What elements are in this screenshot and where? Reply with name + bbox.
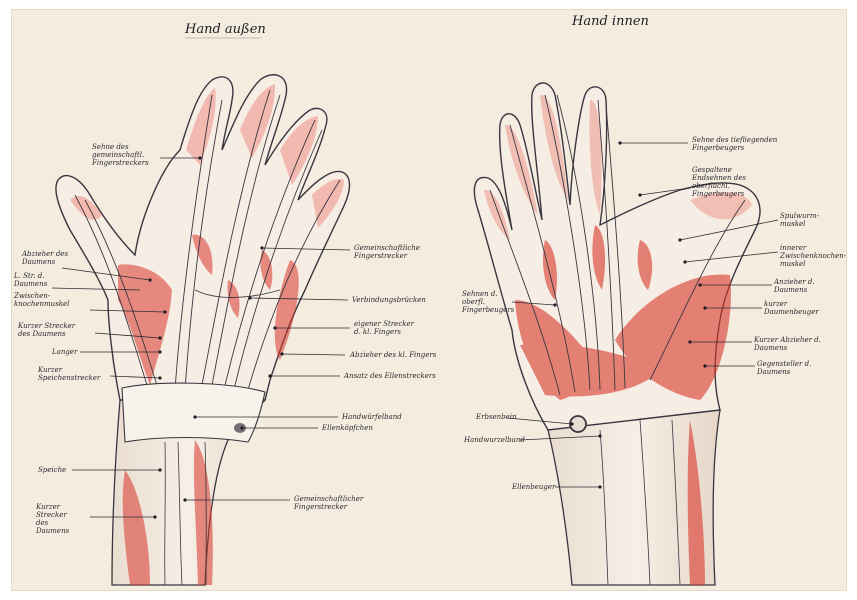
left-forearm-lines xyxy=(164,441,207,586)
label-erbsenbein: Erbsenbein xyxy=(476,413,517,421)
left-thumb-web-muscle xyxy=(118,264,172,385)
label-abzieher-kl-finger: Abzieher des kl. Fingers xyxy=(350,351,437,359)
left-ulna-head xyxy=(234,423,246,433)
left-finger-glow-little xyxy=(312,179,344,228)
right-finger-glow-ring xyxy=(505,124,538,215)
label-kurzer-speichenstrecker: Kurzer Speichenstrecker xyxy=(38,366,101,382)
left-tendon-little xyxy=(244,179,341,401)
right-finger-glow-middle xyxy=(540,94,568,200)
label-gespaltene-endsehnen: Gespaltene Endsehnen des oberflächl. Fin… xyxy=(692,166,746,198)
right-forearm-red xyxy=(687,420,705,585)
label-gemeinschaftliche-fingerstrecker: Gemeinschaftliche Fingerstrecker xyxy=(354,244,420,260)
label-innerer-zwischenknochenmuskel: innerer Zwischenknochen- muskel xyxy=(780,244,847,268)
label-kurzer-strecker-des-daumens-lower: Kurzer Strecker des Daumens xyxy=(36,503,70,535)
label-kurzer-abzieher-daumen: Kurzer Abzieher d. Daumens xyxy=(754,336,821,352)
left-interosseous-muscle-c xyxy=(260,250,273,290)
left-connecting-bridge xyxy=(194,289,281,298)
left-tendon-thumb xyxy=(74,194,151,396)
label-langer: Langer xyxy=(52,348,78,356)
left-thumb-glow xyxy=(70,195,102,220)
label-handwuerfelband: Handwürfelband xyxy=(342,413,402,421)
left-wrist-retinaculum xyxy=(121,382,266,443)
label-verbindungsbruecken: Verbindungsbrücken xyxy=(352,296,426,304)
label-ansatz-ellenstrecker: Ansatz des Ellenstreckers xyxy=(344,372,436,380)
label-sehnen-oberfl-fingerbeuger: Sehnen d. oberfl. Fingerbeugers xyxy=(462,290,515,314)
left-little-finger-abductor xyxy=(274,260,299,360)
label-kurzer-daumenbeuger: kurzer Daumenbeuger xyxy=(764,300,819,316)
label-handwurzelband: Handwurzelband xyxy=(464,436,525,444)
right-tendon-thumb xyxy=(649,199,746,381)
left-forearm-radial-red xyxy=(122,470,150,585)
label-kurzer-strecker-daumen: Kurzer Strecker des Daumens xyxy=(18,322,76,338)
right-lumbrical-a xyxy=(543,240,557,300)
right-lumbrical-c xyxy=(637,240,653,290)
left-extensor-tendons xyxy=(74,89,341,401)
right-hand-palmar xyxy=(473,82,761,586)
label-speiche: Speiche xyxy=(38,466,67,474)
label-sehne-tiefliegender-fingerbeuger: Sehne des tiefliegenden Fingerbeugers xyxy=(692,136,778,152)
left-tendon-ring-b xyxy=(231,129,323,399)
left-hand-dorsal xyxy=(55,74,351,586)
right-tendon-middle xyxy=(544,94,591,391)
right-tendon-index xyxy=(597,99,616,391)
left-tendon-thumb-b xyxy=(84,199,161,396)
right-tendon-middle-b xyxy=(556,94,601,391)
label-abzieher-des-daumens: Abzieher des Daumens xyxy=(22,250,69,266)
label-zwischenknochenmuskel: Zwischen- knochenmuskel xyxy=(14,292,70,308)
label-ellenkoepfchen: Ellenköpfchen xyxy=(322,424,373,432)
pin-dots xyxy=(148,141,707,519)
left-tendon-middle-b xyxy=(209,94,281,396)
label-gegensteller-daumen: Gegensteller d. Daumens xyxy=(757,360,812,376)
label-anzieher-daumen: Anzieher d. Daumens xyxy=(774,278,815,294)
label-gemeinschaftlicher-fingerstrecker: Gemeinschaftlicher Fingerstrecker xyxy=(294,495,364,511)
right-flexor-tendons xyxy=(489,94,746,396)
left-tendon-ring xyxy=(221,119,316,399)
left-tendon-index xyxy=(174,94,213,391)
left-forearm-extensor-red xyxy=(193,440,213,585)
left-finger-glow-index xyxy=(186,88,216,165)
title-right: Hand innen xyxy=(572,14,649,29)
left-interosseous-muscle-a xyxy=(192,234,213,275)
right-lumbrical-b xyxy=(592,225,606,290)
left-finger-glow-ring xyxy=(280,116,318,185)
right-forearm-outline xyxy=(547,399,721,586)
left-tendon-index-b xyxy=(184,99,223,391)
right-tendon-index-b xyxy=(605,104,626,389)
label-spulwurmmuskel: Spulwurm- muskel xyxy=(780,212,819,228)
right-tendon-little xyxy=(489,189,561,396)
right-forearm-lines xyxy=(599,419,681,586)
left-tendon-middle xyxy=(199,89,271,396)
right-finger-glow-index xyxy=(589,99,602,215)
left-muscle-shading xyxy=(118,234,299,585)
title-left: Hand außen xyxy=(185,22,266,37)
right-tendon-ring xyxy=(509,124,576,393)
label-sehne-gemeinschaftl-fingerstrecker: Sehne des gemeinschaftl. Fingerstreckers xyxy=(92,143,149,167)
label-langer-strecker-daumen: L. Str. d. Daumens xyxy=(14,272,48,288)
label-eigener-strecker-kl-finger: eigener Strecker d. kl. Fingers xyxy=(354,320,414,336)
leader-lines xyxy=(51,142,779,518)
label-ellenbeuger: Ellenbeuger xyxy=(512,483,556,491)
